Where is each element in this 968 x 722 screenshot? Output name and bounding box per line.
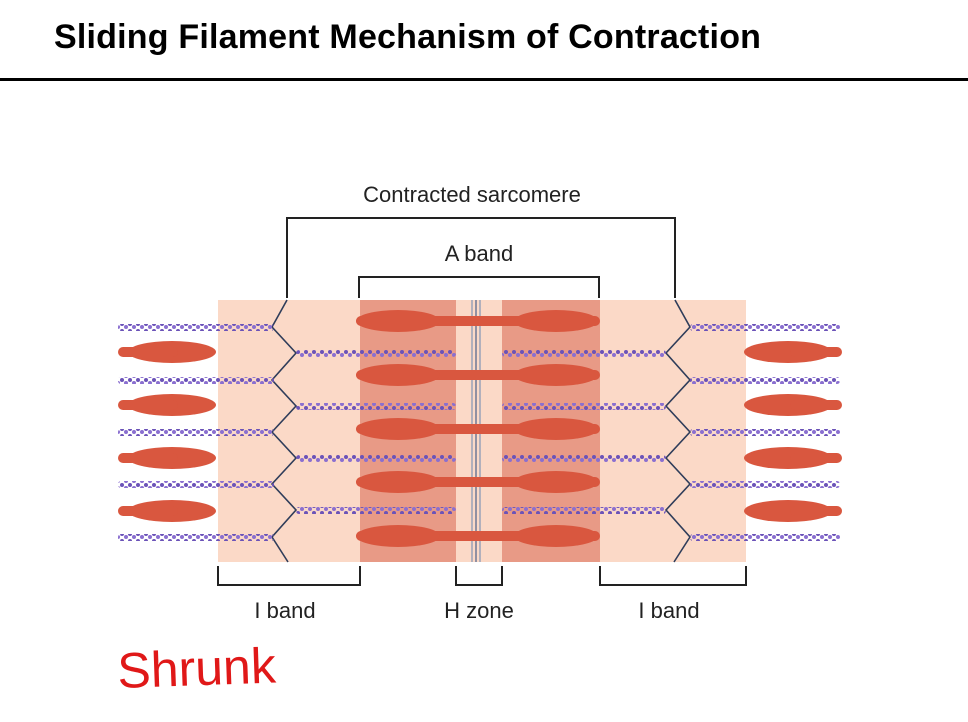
myosin-filament — [356, 310, 600, 332]
actin-filaments — [118, 324, 840, 541]
myosin-filament — [356, 525, 600, 547]
h-zone-label: H zone — [444, 598, 514, 623]
i-band-left-bracket — [217, 566, 361, 586]
actin-filament — [690, 377, 840, 384]
i-band-left-label: I band — [254, 598, 315, 623]
contracted-sarcomere-label: Contracted sarcomere — [363, 182, 581, 207]
page-title: Sliding Filament Mechanism of Contractio… — [54, 18, 762, 56]
actin-filament — [690, 481, 840, 488]
h-zone-bracket — [455, 566, 503, 586]
actin-filament — [118, 377, 274, 384]
actin-filament — [502, 455, 666, 462]
actin-filament — [118, 481, 274, 488]
myosin-filament — [744, 500, 832, 522]
handwritten-annotation: Shrunk — [116, 637, 277, 699]
sarcomere-bracket — [286, 217, 676, 298]
a-band-bracket — [358, 276, 600, 298]
actin-filament — [296, 507, 456, 514]
myosin-filaments — [118, 310, 842, 547]
i-band-right-bracket — [599, 566, 747, 586]
actin-filament — [502, 403, 666, 410]
actin-filament — [118, 429, 274, 436]
actin-filament — [502, 507, 666, 514]
myosin-filament — [356, 364, 600, 386]
i-band-right-label: I band — [638, 598, 699, 623]
actin-filament — [690, 429, 840, 436]
myosin-filament — [356, 418, 600, 440]
title-divider — [0, 78, 968, 81]
a-band-label: A band — [445, 241, 514, 266]
actin-filament — [690, 534, 840, 541]
actin-filament — [296, 403, 456, 410]
actin-filament — [118, 534, 274, 541]
myosin-filament — [744, 447, 832, 469]
actin-filament — [118, 324, 274, 331]
actin-filament — [690, 324, 840, 331]
myosin-filament — [356, 471, 600, 493]
myosin-filament — [744, 394, 832, 416]
myosin-filament — [744, 341, 832, 363]
actin-filament — [296, 350, 456, 357]
actin-filament — [296, 455, 456, 462]
actin-filament — [502, 350, 666, 357]
